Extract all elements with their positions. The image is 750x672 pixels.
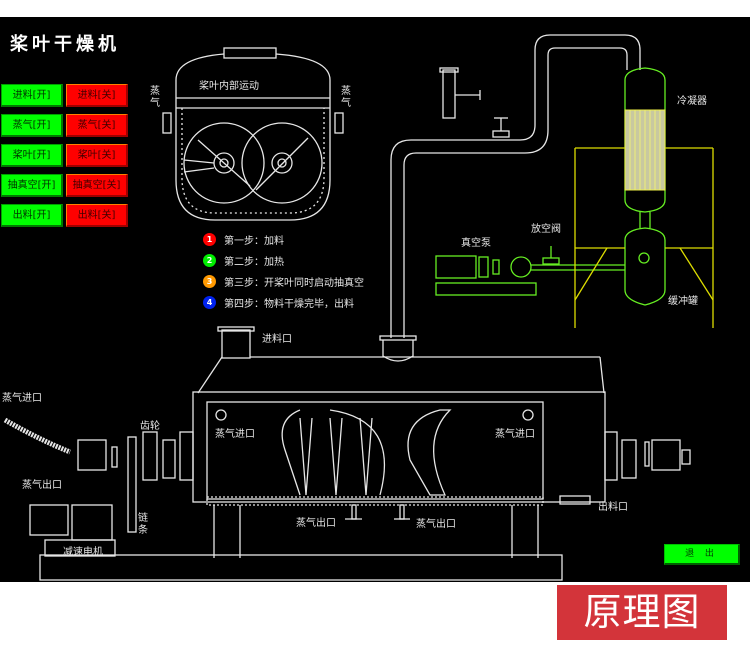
cross-section-steam-right-label: 蒸气 xyxy=(341,86,351,109)
control-off-button[interactable]: 蒸气[关] xyxy=(66,114,128,137)
step-text: 第一步：加料 xyxy=(224,235,284,247)
left-drive xyxy=(3,417,194,541)
app-title: 桨叶干燥机 xyxy=(10,34,120,55)
step-number-badge: 3 xyxy=(203,274,216,288)
control-off-button[interactable]: 桨叶[关] xyxy=(66,144,128,167)
steam-inlet-inner-left-label: 蒸气进口 xyxy=(215,429,255,440)
condenser-tubes xyxy=(624,109,666,191)
reducer-motor-label: 减速电机 xyxy=(63,547,103,558)
exit-button[interactable]: 退 出 xyxy=(664,544,740,565)
step-number-badge: 1 xyxy=(203,232,216,246)
vent-valve-label: 放空阀 xyxy=(531,224,561,235)
control-off-button[interactable]: 出料[关] xyxy=(66,204,128,227)
control-on-button[interactable]: 蒸气[开] xyxy=(1,114,63,137)
cross-section-caption: 桨叶内部运动 xyxy=(199,81,259,92)
principle-diagram-label: 原理图 xyxy=(557,585,727,640)
control-on-button[interactable]: 桨叶[开] xyxy=(1,144,63,167)
control-on-button[interactable]: 出料[开] xyxy=(1,204,63,227)
vacuum-pump-label: 真空泵 xyxy=(461,238,491,249)
process-step: 2 第二步：加热 xyxy=(203,252,284,268)
control-on-button[interactable]: 抽真空[开] xyxy=(1,174,63,197)
step-number-badge: 2 xyxy=(203,253,216,267)
control-off-button[interactable]: 抽真空[关] xyxy=(66,174,128,197)
vacuum-system xyxy=(435,67,666,306)
feed-inlet-label: 进料口 xyxy=(262,334,292,345)
process-step: 4 第四步：物料干燥完毕，出料 xyxy=(203,294,354,310)
paddle-cross-section xyxy=(162,47,344,221)
gear-label: 齿轮 xyxy=(140,421,160,432)
steam-outlet-left-label: 蒸气出口 xyxy=(22,480,62,491)
buffer-tank-label: 缓冲罐 xyxy=(668,296,698,307)
control-off-button[interactable]: 进料[关] xyxy=(66,84,128,107)
process-step: 3 第三步：开桨叶同时启动抽真空 xyxy=(203,273,364,289)
support-frame xyxy=(574,147,714,328)
chain-label: 链条 xyxy=(138,513,148,536)
steam-inlet-left-label: 蒸气进口 xyxy=(2,393,42,404)
step-text: 第四步：物料干燥完毕，出料 xyxy=(224,298,354,310)
steam-inlet-inner-right-label: 蒸气进口 xyxy=(495,429,535,440)
right-drive xyxy=(604,431,691,481)
process-step: 1 第一步：加料 xyxy=(203,231,284,247)
cross-section-steam-left-label: 蒸气 xyxy=(150,86,160,109)
steam-outlet-bottom-2-label: 蒸气出口 xyxy=(416,519,456,530)
steam-outlet-bottom-1-label: 蒸气出口 xyxy=(296,518,336,529)
dryer-body xyxy=(39,326,606,581)
discharge-outlet-label: 出料口 xyxy=(598,502,628,513)
step-number-badge: 4 xyxy=(203,295,216,309)
step-text: 第二步：加热 xyxy=(224,256,284,268)
condenser-label: 冷凝器 xyxy=(677,96,707,107)
control-on-button[interactable]: 进料[开] xyxy=(1,84,63,107)
step-text: 第三步：开桨叶同时启动抽真空 xyxy=(224,277,364,289)
vacuum-pipe xyxy=(379,34,641,362)
